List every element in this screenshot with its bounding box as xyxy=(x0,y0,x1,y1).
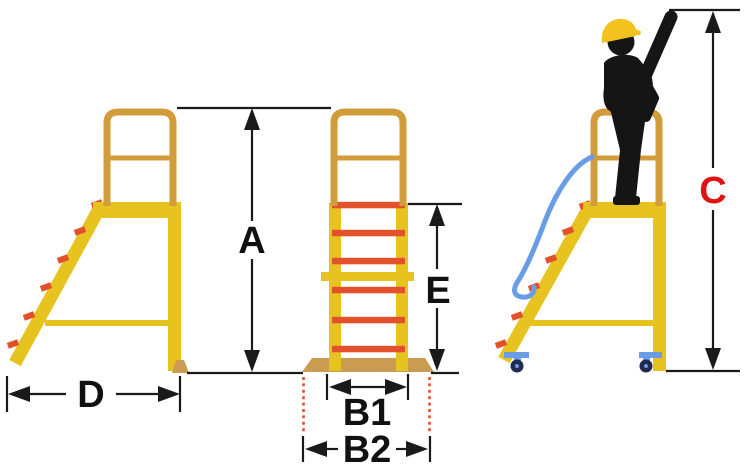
dimension-c: C xyxy=(666,8,740,373)
dimension-e: E xyxy=(408,202,462,371)
guardrail xyxy=(103,108,177,206)
cross-brace xyxy=(321,272,414,281)
worker-figure xyxy=(601,10,678,205)
platform-step xyxy=(332,201,405,209)
arrowhead-left xyxy=(8,386,30,402)
arrowhead-down xyxy=(244,350,260,372)
step xyxy=(332,257,405,265)
bent-arm xyxy=(639,75,659,122)
step xyxy=(332,229,405,237)
arrowhead-left xyxy=(305,441,327,457)
arrowhead-right xyxy=(385,379,407,395)
dimension-label-d: D xyxy=(77,374,104,416)
hard-hat-icon xyxy=(601,18,637,43)
guardrail xyxy=(330,108,407,206)
stabilizer-base xyxy=(302,358,434,372)
dimension-label-c: C xyxy=(699,170,726,212)
dimension-a: A xyxy=(177,106,331,372)
step-end xyxy=(56,254,70,264)
step-end xyxy=(544,254,558,264)
step xyxy=(332,316,405,324)
caster-bracket xyxy=(643,352,650,366)
legs xyxy=(608,100,648,198)
step-end xyxy=(22,311,36,321)
step-end xyxy=(73,226,87,236)
dimension-b2: B2 xyxy=(301,377,432,471)
foot xyxy=(613,196,640,205)
arrowhead-up xyxy=(429,204,445,226)
raised-arm xyxy=(639,10,678,81)
caster-hub xyxy=(644,364,648,368)
handrail xyxy=(512,154,595,300)
dimension-d: D xyxy=(5,374,182,416)
arrowhead-left xyxy=(329,379,351,395)
front-stile xyxy=(498,207,593,364)
arrowhead-right xyxy=(406,441,428,457)
hard-hat-brim xyxy=(626,27,641,36)
front-stile xyxy=(9,205,105,367)
dimension-label-e: E xyxy=(425,270,450,312)
dimension-marks: A E D xyxy=(5,8,740,471)
caster-bracket xyxy=(514,352,521,366)
rear-leg xyxy=(168,205,181,371)
caster-hub xyxy=(515,364,519,368)
step-end xyxy=(494,339,508,349)
arrowhead-down xyxy=(429,349,445,371)
dimension-label-a: A xyxy=(238,220,265,262)
step xyxy=(332,286,405,294)
dimension-b1: B1 xyxy=(325,374,410,434)
arrowhead-up xyxy=(705,11,721,33)
leg-foot xyxy=(172,360,189,373)
arrowhead-right xyxy=(158,386,180,402)
ladder-side-view-with-worker xyxy=(494,108,666,373)
arrowhead-down xyxy=(705,348,721,370)
ladder-front-view xyxy=(302,108,434,372)
dimension-label-b1: B1 xyxy=(343,392,392,434)
step-end xyxy=(510,311,524,321)
rear-leg xyxy=(653,205,666,371)
platform xyxy=(93,202,181,218)
step-end xyxy=(39,282,53,292)
caster-bracket xyxy=(639,352,662,358)
arrowhead-up xyxy=(244,108,260,130)
platform xyxy=(583,202,666,218)
step xyxy=(332,345,405,353)
dimension-label-b2: B2 xyxy=(343,429,392,471)
step-end xyxy=(561,226,575,236)
ladder-side-view xyxy=(6,108,189,373)
step-end xyxy=(6,339,20,349)
